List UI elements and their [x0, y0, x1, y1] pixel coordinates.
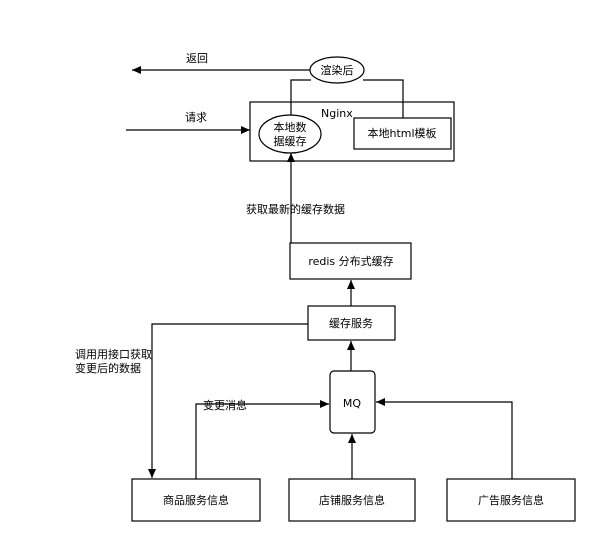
redis-label: redis 分布式缓存 — [308, 254, 393, 268]
request-label: 请求 — [185, 111, 207, 124]
local-template-label: 本地html模板 — [367, 126, 436, 140]
local-cache-to-rendered-line — [290, 79, 311, 118]
ad-service-box — [446, 478, 576, 522]
rendered-label: 渲染后 — [321, 63, 354, 77]
shop-service-label: 店铺服务信息 — [319, 493, 385, 507]
call-api-label-line1: 调用用接口获取 — [75, 348, 152, 361]
product-service-box — [131, 478, 261, 522]
fetch-latest-label: 获取最新的缓存数据 — [246, 202, 345, 216]
ad-to-mq-arrow — [376, 398, 513, 479]
local-cache-label-line1: 本地数 — [274, 120, 307, 134]
shop-service-box — [288, 478, 416, 522]
call-api-label-line2: 变更后的数据 — [75, 361, 141, 375]
cache-service-box — [307, 305, 396, 341]
local-cache-label-line2: 据缓存 — [274, 134, 307, 148]
rendered-node — [309, 56, 365, 84]
redis-box — [289, 242, 412, 280]
nginx-label: Nginx — [321, 107, 353, 120]
product-to-mq-arrow — [195, 400, 329, 479]
mq-label: MQ — [343, 397, 361, 410]
return-label: 返回 — [186, 52, 208, 65]
product-service-label: 商品服务信息 — [163, 493, 229, 507]
template-to-rendered-line — [363, 79, 404, 118]
ad-service-label: 广告服务信息 — [478, 493, 544, 507]
mq-box — [329, 370, 376, 434]
local-html-template-box — [353, 117, 452, 150]
cache-service-label: 缓存服务 — [329, 316, 373, 330]
change-msg-label: 变更消息 — [203, 398, 247, 412]
call-api-arrow — [148, 323, 308, 478]
